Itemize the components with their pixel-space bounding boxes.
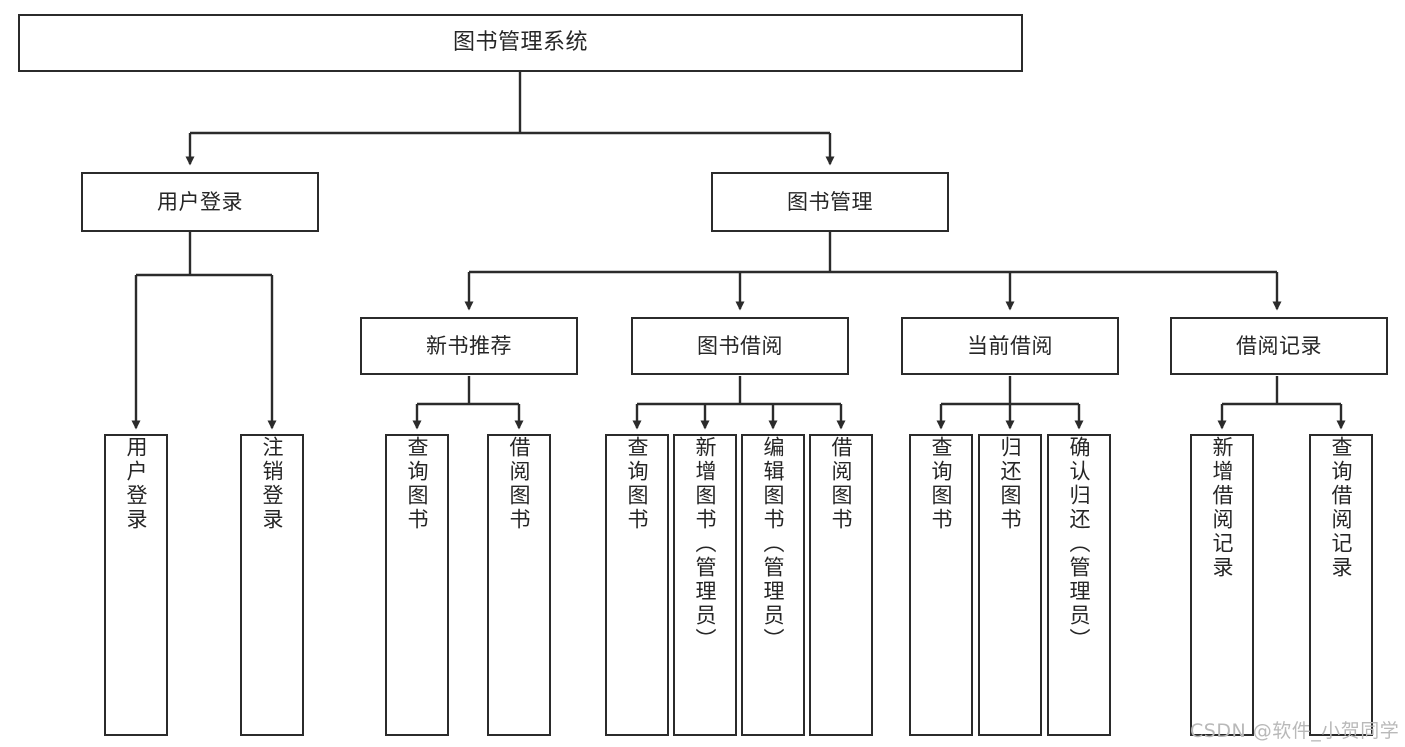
node-book-borrow-label: 图书借阅 [697,333,783,358]
node-user-login[interactable]: 用户登录 [81,172,319,232]
node-leaf-borrow-book-2-label: 借阅图书 [829,436,854,532]
node-user-login-label: 用户登录 [157,189,243,214]
node-leaf-query-record-label: 查询借阅记录 [1329,436,1354,580]
node-leaf-add-record[interactable]: 新增借阅记录 [1190,434,1254,736]
node-book-management[interactable]: 图书管理 [711,172,949,232]
node-root[interactable]: 图书管理系统 [18,14,1023,72]
node-leaf-return-book-label: 归还图书 [998,436,1023,532]
node-root-label: 图书管理系统 [452,30,588,56]
node-leaf-borrow-book-2[interactable]: 借阅图书 [809,434,873,736]
node-leaf-edit-book[interactable]: 编辑图书（管理员） [741,434,805,736]
node-leaf-logout-login[interactable]: 注销登录 [240,434,304,736]
node-current-borrow-label: 当前借阅 [967,333,1053,358]
node-leaf-return-book[interactable]: 归还图书 [978,434,1042,736]
node-new-book-recommend[interactable]: 新书推荐 [360,317,578,375]
node-leaf-query-book-2-label: 查询图书 [625,436,650,532]
node-leaf-edit-book-label: 编辑图书（管理员） [761,436,786,652]
node-borrow-record[interactable]: 借阅记录 [1170,317,1388,375]
node-leaf-borrow-book-1-label: 借阅图书 [507,436,532,532]
node-leaf-query-book-1-label: 查询图书 [405,436,430,532]
node-book-management-label: 图书管理 [787,189,873,214]
node-leaf-add-record-label: 新增借阅记录 [1210,436,1235,580]
node-leaf-user-login-label: 用户登录 [124,436,149,532]
node-leaf-query-book-1[interactable]: 查询图书 [385,434,449,736]
node-leaf-borrow-book-1[interactable]: 借阅图书 [487,434,551,736]
node-leaf-add-book[interactable]: 新增图书（管理员） [673,434,737,736]
node-leaf-logout-login-label: 注销登录 [260,436,285,532]
node-book-borrow[interactable]: 图书借阅 [631,317,849,375]
node-current-borrow[interactable]: 当前借阅 [901,317,1119,375]
node-leaf-user-login[interactable]: 用户登录 [104,434,168,736]
node-leaf-confirm-return[interactable]: 确认归还（管理员） [1047,434,1111,736]
node-new-book-recommend-label: 新书推荐 [426,333,512,358]
node-borrow-record-label: 借阅记录 [1236,333,1322,358]
node-leaf-query-book-2[interactable]: 查询图书 [605,434,669,736]
node-leaf-query-book-3-label: 查询图书 [929,436,954,532]
node-leaf-add-book-label: 新增图书（管理员） [693,436,718,652]
node-leaf-confirm-return-label: 确认归还（管理员） [1067,436,1092,652]
csdn-watermark: CSDN @软件_小贺同学 [1190,720,1400,742]
node-leaf-query-book-3[interactable]: 查询图书 [909,434,973,736]
node-leaf-query-record[interactable]: 查询借阅记录 [1309,434,1373,736]
